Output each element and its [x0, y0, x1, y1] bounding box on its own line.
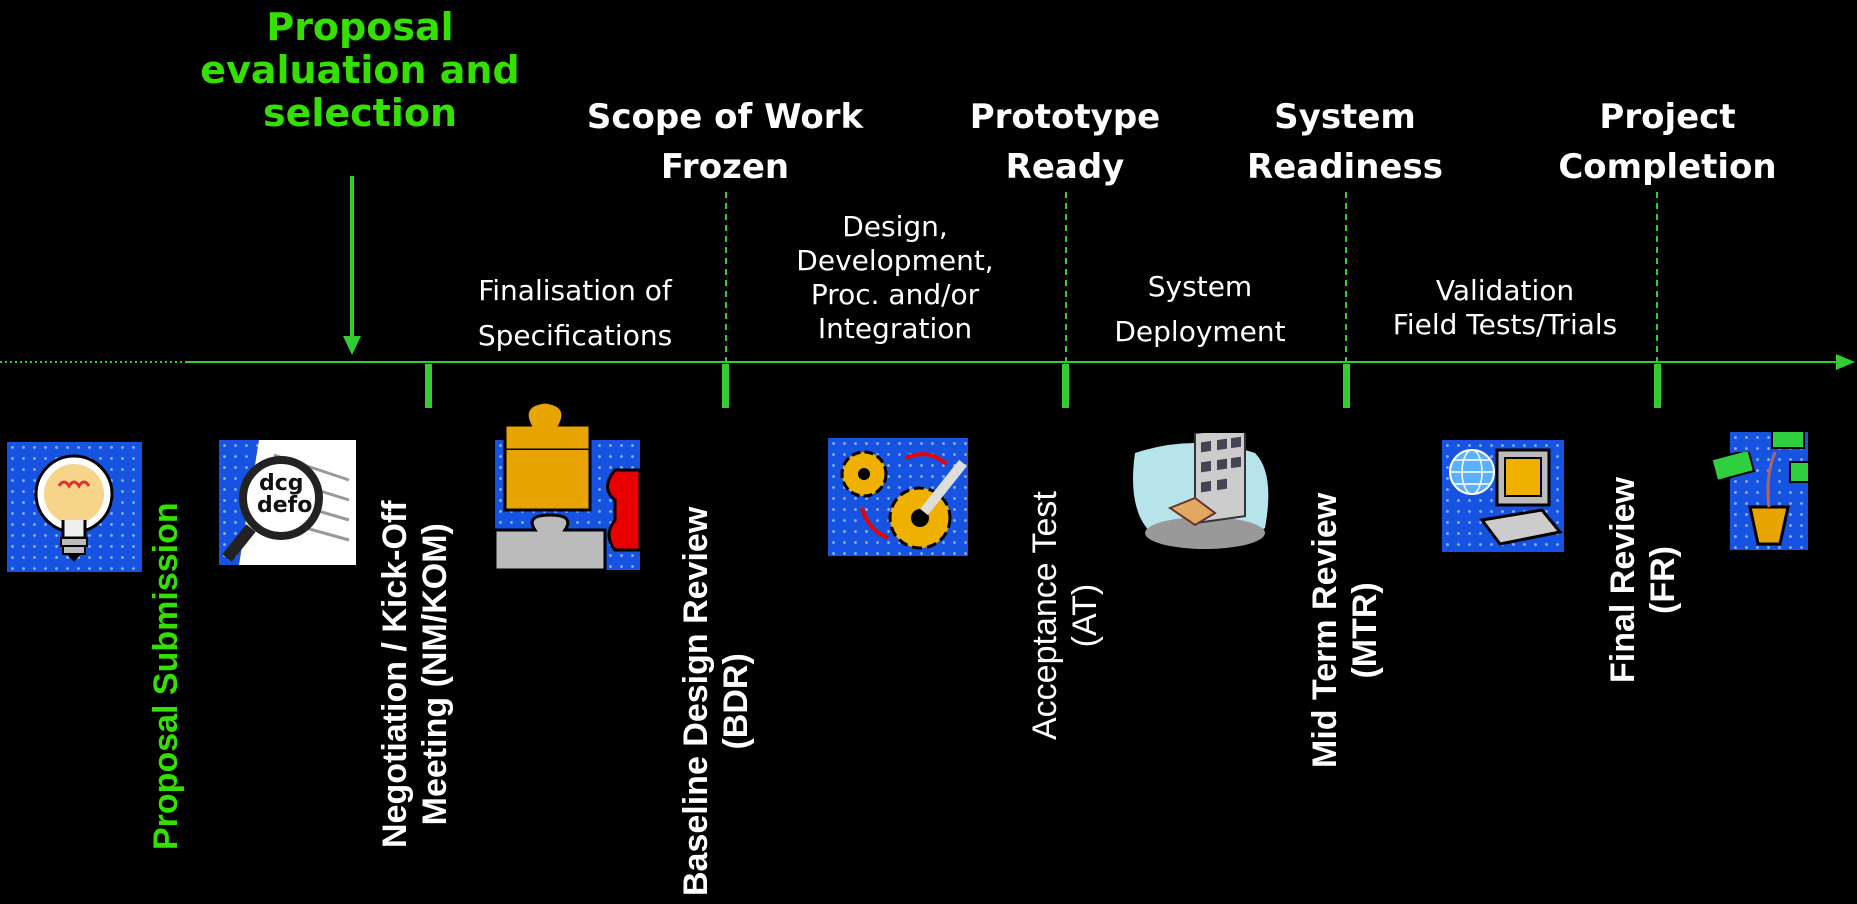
phase-line: Finalisation of	[478, 274, 672, 307]
event-line: Baseline Design Review	[677, 506, 715, 896]
event-line: Meeting (NM/KOM)	[416, 523, 454, 826]
event-line: Final Review	[1604, 477, 1642, 683]
phase-line: Development,	[796, 244, 994, 277]
phase-design-development: Design, Development, Proc. and/or Integr…	[765, 210, 1025, 346]
milestone-line: Ready	[1005, 147, 1125, 187]
lightbulb-icon	[7, 442, 142, 572]
phase-line: Proc. and/or	[810, 278, 980, 311]
event-acceptance-test: Acceptance Test (AT)	[1025, 491, 1105, 740]
event-line: Proposal Submission	[147, 502, 185, 850]
phase-validation: Validation Field Tests/Trials	[1360, 274, 1650, 342]
puzzle-icon	[495, 440, 640, 570]
milestone-line: Readiness	[1247, 147, 1443, 187]
event-line: (MTR)	[1346, 582, 1384, 679]
event-mid-term-review: Mid Term Review (MTR)	[1305, 493, 1385, 768]
gears-wrench-icon	[828, 438, 968, 556]
event-final-review: Final Review (FR)	[1603, 477, 1683, 683]
phase-finalisation: Finalisation of Specifications	[445, 268, 705, 358]
phase-line: Specifications	[477, 319, 673, 352]
event-line: Mid Term Review	[1306, 492, 1344, 768]
tick-mtr	[1343, 364, 1350, 408]
computer-globe-icon	[1442, 440, 1564, 552]
milestone-system-readiness: System Readiness	[1215, 92, 1475, 192]
tick-at	[1062, 364, 1069, 408]
puzzle-top-piece	[505, 400, 595, 450]
event-proposal-submission: Proposal Submission	[146, 502, 186, 850]
tick-kom	[425, 364, 432, 408]
buildings-icon	[1125, 433, 1275, 558]
phase-system-deployment: System Deployment	[1080, 264, 1320, 354]
event-line: (BDR)	[717, 653, 755, 750]
milestone-line: Project	[1599, 97, 1736, 137]
evaluation-arrowhead	[343, 336, 361, 355]
phase-line: Validation	[1435, 274, 1575, 307]
phase-line: Deployment	[1114, 315, 1286, 348]
phase-line: Field Tests/Trials	[1392, 308, 1618, 341]
proposal-evaluation-heading: Proposal evaluation and selection	[160, 6, 560, 135]
svg-text:defo: defo	[257, 493, 312, 518]
event-line: Negotiation / Kick-Off	[376, 500, 414, 848]
event-line: Acceptance Test	[1026, 491, 1064, 740]
money-plant-icon	[1730, 432, 1808, 550]
magnifier-icon: dcg defo	[219, 440, 356, 565]
heading-line: evaluation and	[200, 48, 520, 92]
event-line: (FR)	[1644, 546, 1682, 614]
heading-line: selection	[262, 91, 458, 135]
event-kick-off-meeting: Negotiation / Kick-Off Meeting (NM/KOM)	[375, 500, 455, 848]
event-line: (AT)	[1066, 583, 1104, 648]
milestone-line: Frozen	[660, 147, 790, 187]
milestone-project-completion: Project Completion	[1530, 92, 1805, 192]
event-baseline-design-review: Baseline Design Review (BDR)	[676, 507, 756, 896]
phase-line: Design,	[842, 210, 948, 243]
svg-text:dcg: dcg	[259, 471, 304, 496]
tick-bdr	[722, 364, 729, 408]
timeline-arrowhead	[1836, 354, 1855, 370]
phase-line: Integration	[817, 312, 973, 345]
money-bill-icon	[1712, 452, 1756, 480]
milestone-prototype-ready: Prototype Ready	[935, 92, 1195, 192]
milestone-line: Completion	[1558, 147, 1777, 187]
milestone-line: System	[1274, 97, 1416, 137]
milestone-line: Prototype	[969, 97, 1161, 137]
heading-line: Proposal	[266, 5, 454, 49]
phase-line: System	[1147, 270, 1253, 303]
milestone-line: Scope of Work	[586, 97, 864, 137]
tick-fr	[1654, 364, 1661, 408]
milestone-scope-frozen: Scope of Work Frozen	[560, 92, 890, 192]
